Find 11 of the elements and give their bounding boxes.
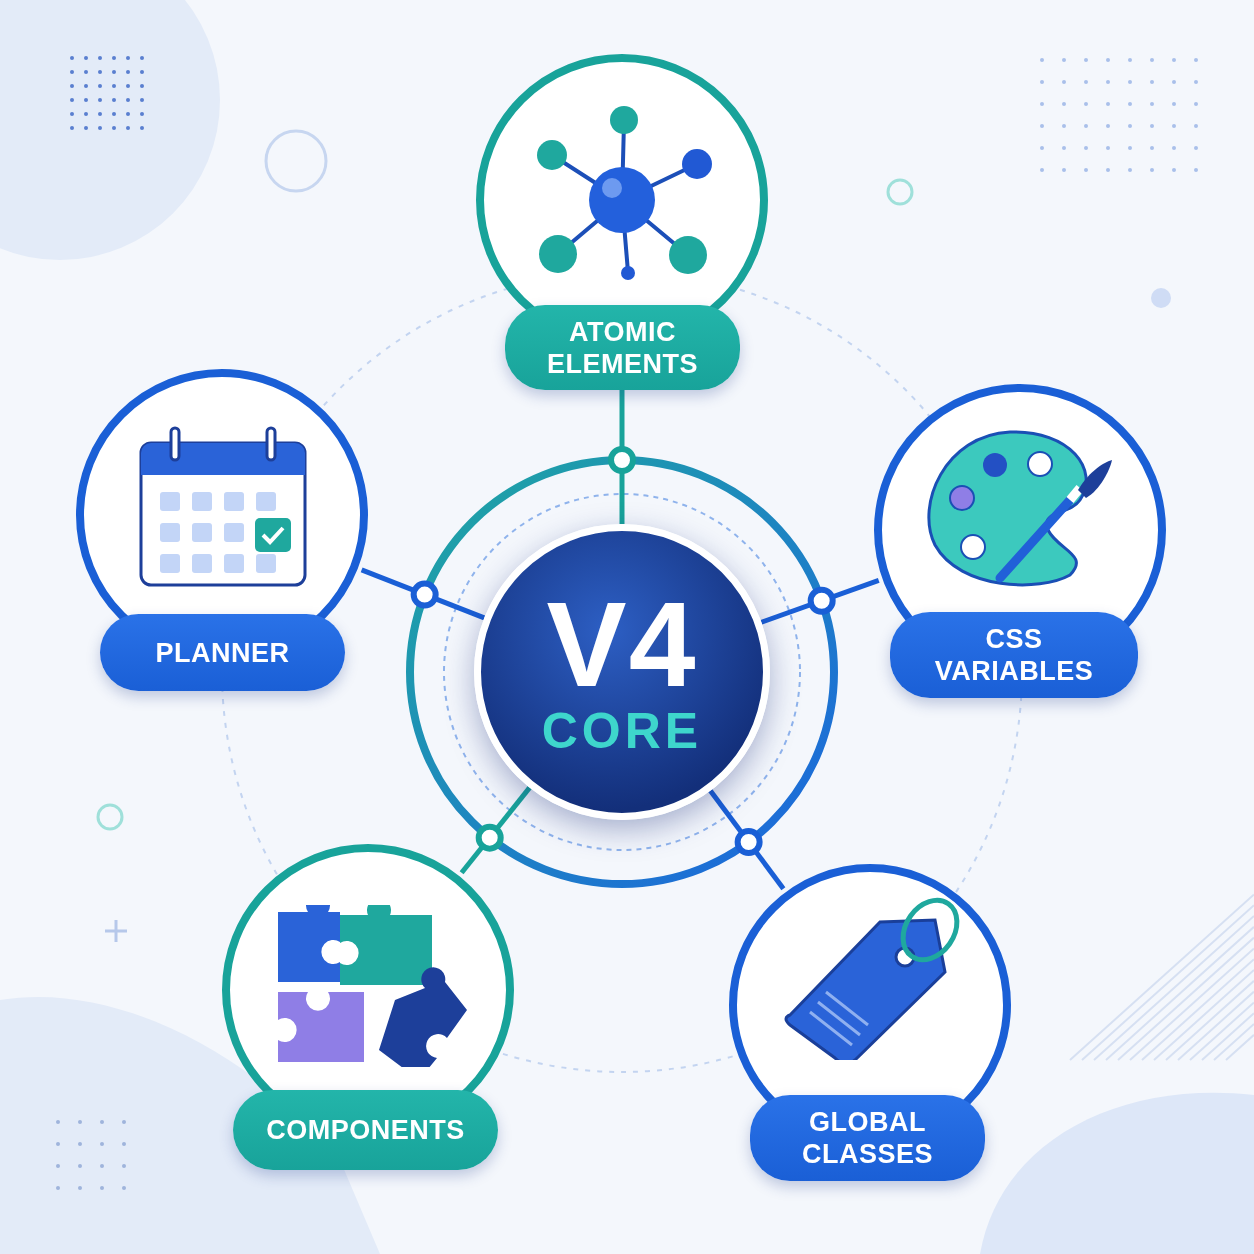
node-label: ATOMIC ELEMENTS [505,305,740,390]
node-label: PLANNER [100,614,345,691]
connector-line [760,578,880,625]
node-label: COMPONENTS [233,1090,498,1170]
node-label: GLOBAL CLASSES [750,1095,985,1181]
connector-line [360,567,486,621]
connector-line [619,390,625,524]
core-subtitle: CORE [541,703,703,759]
core-circle [474,524,770,820]
node-label: CSS VARIABLES [890,612,1138,698]
core-title: V4 [546,585,698,703]
